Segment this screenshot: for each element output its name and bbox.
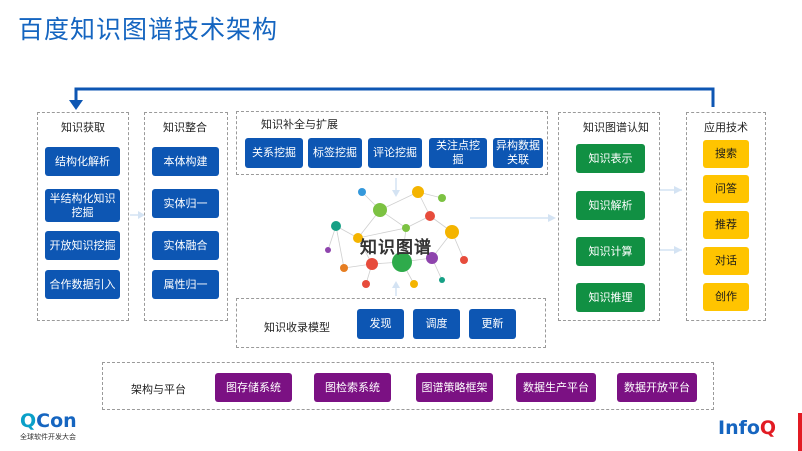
completion-item-2[interactable]: 标签挖掘 [308,138,362,168]
completion-item-1[interactable]: 关系挖掘 [245,138,303,168]
collection-item-2[interactable]: 调度 [413,309,460,339]
collection-title: 知识收录模型 [264,321,330,334]
application-item-3[interactable]: 推荐 [703,211,749,239]
integration-item-2[interactable]: 实体归一 [152,189,219,218]
qcon-subtitle: 全球软件开发大会 [20,433,76,441]
infoq-logo-q: Q [759,417,777,439]
integration-title: 知识整合 [163,121,207,134]
completion-item-4[interactable]: 关注点挖掘 [429,138,487,168]
cognition-item-3[interactable]: 知识计算 [576,237,645,266]
completion-item-5[interactable]: 异构数据关联 [493,138,543,168]
platform-item-3[interactable]: 图谱策略框架 [416,373,493,402]
integration-item-3[interactable]: 实体融合 [152,231,219,260]
completion-item-3[interactable]: 评论挖掘 [368,138,422,168]
platform-item-2[interactable]: 图检索系统 [314,373,391,402]
completion-title: 知识补全与扩展 [261,118,338,131]
application-title: 应用技术 [704,121,748,134]
knowledge-graph-icon [325,186,468,288]
application-item-5[interactable]: 创作 [703,283,749,311]
infoq-logo: InfoQ [718,417,776,439]
cognition-item-4[interactable]: 知识推理 [576,283,645,312]
integration-item-4[interactable]: 属性归一 [152,270,219,299]
application-item-1[interactable]: 搜索 [703,140,749,168]
platform-item-5[interactable]: 数据开放平台 [617,373,697,402]
knowledge-graph-label: 知识图谱 [360,238,432,258]
platform-title: 架构与平台 [131,383,186,396]
qcon-logo-word: Con [36,410,77,432]
slide-title: 百度知识图谱技术架构 [18,15,279,44]
platform-panel: 架构与平台 [102,362,714,410]
integration-item-1[interactable]: 本体构建 [152,147,219,176]
platform-item-1[interactable]: 图存储系统 [215,373,292,402]
platform-item-4[interactable]: 数据生产平台 [516,373,596,402]
qcon-logo-q: Q [20,410,37,432]
acquisition-item-4[interactable]: 合作数据引入 [45,270,120,299]
cognition-item-2[interactable]: 知识解析 [576,191,645,220]
cognition-title: 知识图谱认知 [583,121,649,134]
application-item-4[interactable]: 对话 [703,247,749,275]
acquisition-title: 知识获取 [61,121,105,134]
infoq-logo-word: Info [718,417,760,439]
qcon-logo: QCon 全球软件开发大会 [20,411,77,442]
acquisition-item-2[interactable]: 半结构化知识挖掘 [45,189,120,222]
acquisition-item-1[interactable]: 结构化解析 [45,147,120,176]
collection-item-1[interactable]: 发现 [357,309,404,339]
collection-item-3[interactable]: 更新 [469,309,516,339]
cognition-item-1[interactable]: 知识表示 [576,144,645,173]
corner-accent [798,413,802,451]
acquisition-item-3[interactable]: 开放知识挖掘 [45,231,120,260]
application-item-2[interactable]: 问答 [703,175,749,203]
